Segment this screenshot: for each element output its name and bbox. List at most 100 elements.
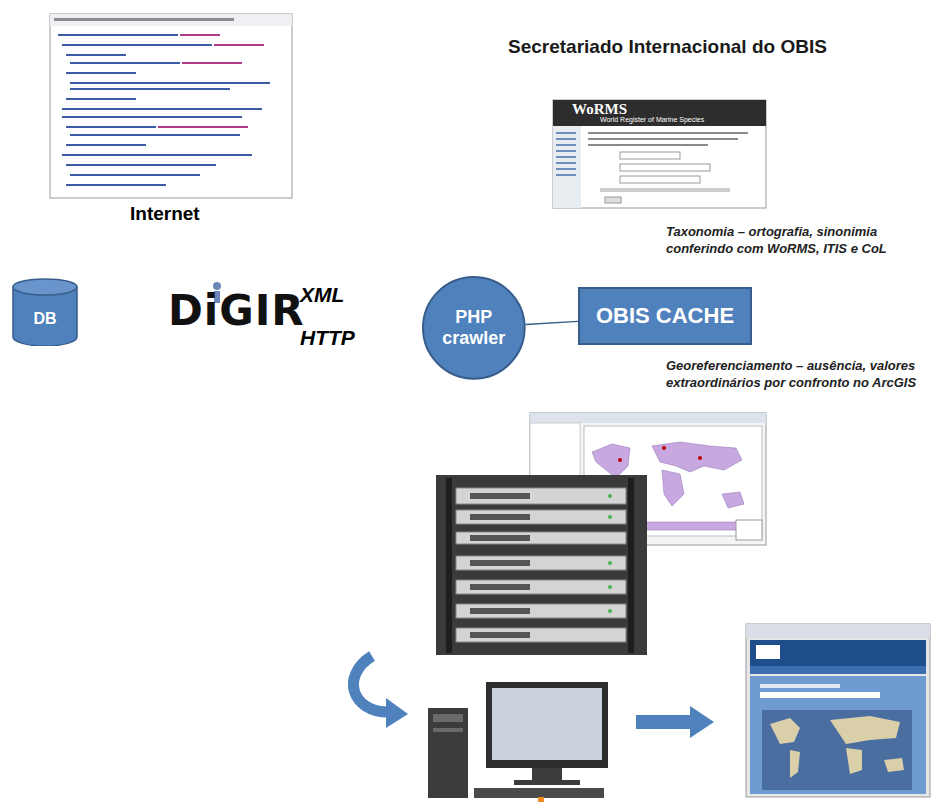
obis-website-screenshot-part: [746, 624, 930, 797]
worms-screenshot-part: [620, 152, 680, 159]
xml-screenshot-part-part: [62, 154, 252, 156]
logo-subtitle: World Register of Marine Species: [600, 116, 704, 123]
worms-screenshot-part-part: [556, 150, 576, 152]
cache-box: OBIS CACHE: [578, 287, 752, 345]
xml-screenshot-part-part: [70, 174, 200, 176]
arrow: [636, 706, 714, 738]
computer-part: [433, 728, 463, 732]
server-rack-part-part: [470, 560, 530, 566]
server-rack-part-part: [456, 488, 626, 504]
server-rack-part: [628, 478, 634, 653]
worms-screenshot-part-part: [556, 174, 576, 176]
server-rack-part-part: [608, 609, 612, 613]
xml-screenshot-part-part: [180, 34, 220, 36]
worms-screenshot-part: [553, 100, 766, 126]
server-rack-part-part: [456, 532, 626, 544]
server-rack-part-part: [456, 604, 626, 618]
connector-line: [526, 321, 578, 324]
obis-website-screenshot-part-part: [884, 758, 904, 772]
diagram-title: Secretariado Internacional do OBIS: [508, 36, 827, 58]
protocol-label: XML: [300, 283, 344, 307]
obis-website-screenshot-part: [770, 716, 904, 778]
server-rack-part-part: [470, 584, 530, 590]
worms-screenshot-part-part: [556, 144, 576, 146]
server-rack-part-part: [608, 515, 612, 519]
server-rack-part: [446, 478, 452, 653]
database-cylinder: DB: [12, 278, 78, 346]
connector: [526, 321, 578, 324]
server-rack: [436, 475, 647, 655]
obis-website-screenshot: [746, 624, 930, 797]
crawler-circle: PHP crawler: [422, 276, 526, 380]
xml-screenshot-part-part: [182, 62, 242, 64]
xml-screenshot-part-part: [66, 184, 166, 186]
internet-label: Internet: [130, 203, 200, 225]
xml-screenshot-part-part: [70, 62, 180, 64]
cylinder-body: [13, 287, 77, 346]
arcgis-screenshot-part-part: [592, 444, 630, 478]
node-label: PHP crawler: [432, 307, 516, 348]
server-rack-part: [470, 493, 530, 638]
xml-screenshot-part-part: [62, 44, 212, 46]
xml-screenshot-part-part: [158, 126, 248, 128]
worms-screenshot-part-part: [588, 132, 748, 134]
xml-screenshot-part-part: [62, 116, 242, 118]
xml-screenshot-part-part: [66, 98, 136, 100]
worms-screenshot-part: [588, 132, 748, 146]
xml-screenshot-part: [158, 34, 264, 128]
worms-screenshot-part: [556, 132, 576, 176]
server-rack-part-part: [608, 494, 612, 498]
rect-shape: [579, 288, 751, 344]
server-rack-part: [436, 475, 647, 655]
obis-website-screenshot-part: [760, 684, 840, 688]
xml-screenshot-part: [50, 14, 292, 26]
server-rack-part-part: [608, 585, 612, 589]
server-rack-part-part: [470, 632, 530, 638]
server-rack-part: [456, 488, 626, 642]
worms-screenshot-part: [553, 126, 581, 208]
worms-screenshot-part-part: [588, 138, 738, 140]
xml-screenshot-part-part: [62, 108, 262, 110]
worms-screenshot-part-part: [556, 162, 576, 164]
arcgis-screenshot-part: [662, 446, 666, 450]
arcgis-screenshot-part-part: [722, 492, 744, 508]
arcgis-screenshot-part: [618, 458, 622, 462]
obis-website-screenshot-part: [760, 692, 880, 698]
server-rack-part-part: [456, 580, 626, 594]
worms-screenshot-part: [605, 197, 621, 203]
computer-part: [514, 780, 580, 785]
arcgis-screenshot-part: [530, 413, 766, 423]
obis-website-screenshot-part: [750, 676, 926, 794]
obis-website-screenshot-part-part: [846, 748, 862, 774]
xml-screenshot-part-part: [58, 34, 178, 36]
node-label: OBIS CACHE: [596, 303, 734, 328]
xml-screenshot-part-part: [70, 134, 240, 136]
server-rack-part-part: [470, 608, 530, 614]
server-rack-part-part: [456, 556, 626, 570]
worms-screenshot-part: [620, 164, 710, 171]
xml-screenshot: [50, 14, 292, 198]
obis-website-screenshot-part-part: [790, 750, 800, 778]
worms-screenshot-part-part: [556, 156, 576, 158]
xml-screenshot-part-part: [66, 126, 156, 128]
xml-screenshot-part-part: [214, 44, 264, 46]
circle-shape: [423, 277, 525, 379]
xml-screenshot-part-part: [66, 164, 216, 166]
xml-screenshot-part-part: [70, 88, 230, 90]
worms-screenshot-part: [620, 176, 700, 183]
xml-screenshot-part-part: [66, 72, 136, 74]
server-rack-part-part: [608, 561, 612, 565]
xml-screenshot-part: [54, 18, 234, 21]
computer-part: [474, 788, 604, 798]
obis-website-screenshot-part: [750, 640, 926, 666]
worms-screenshot-part-part: [556, 168, 576, 170]
computer: [428, 682, 608, 802]
xml-screenshot-part-part: [66, 54, 126, 56]
cylinder-top: [13, 279, 77, 295]
obis-website-screenshot-part: [762, 710, 912, 790]
note-text: Taxonomia – ortografia, sinonimia confer…: [666, 224, 934, 258]
xml-screenshot-part-part: [66, 144, 146, 146]
worms-screenshot-part: [553, 100, 766, 208]
